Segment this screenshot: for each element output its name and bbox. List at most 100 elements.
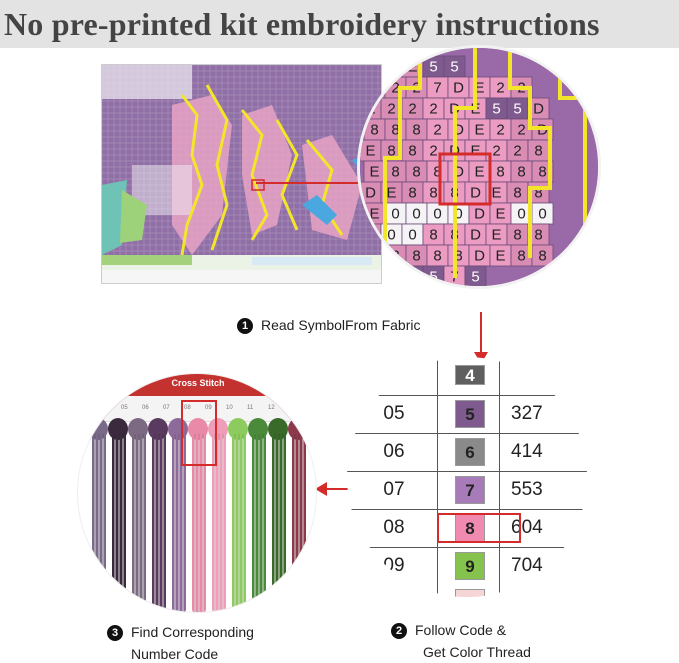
thread-skein [192,434,206,612]
zoom-cell-symbol: 8 [412,122,420,139]
zoom-cell-symbol: 8 [538,248,546,265]
thread-skein [152,434,166,612]
thread-skein [132,434,146,612]
zoom-cell-symbol: E [474,122,484,139]
zoom-cell-symbol: D [533,101,544,118]
zoom-cell [380,265,403,286]
pattern-grid-svg [102,65,381,283]
zoom-cell-symbol: 5 [429,59,437,76]
chart-row [347,433,587,471]
thread-card-number: 08 [184,405,191,411]
zoom-cell-symbol: 5 [492,101,500,118]
zoom-cell-symbol: 2 [391,80,399,97]
zoom-cell-symbol: D [453,164,464,181]
zoom-cell-symbol: 2 [429,143,437,160]
zoom-cell-symbol: 8 [391,164,399,181]
zoom-cell [464,265,487,286]
zoom-cell-symbol: 0 [412,206,420,223]
zoom-cell-symbol: 0 [454,206,462,223]
chart-row [347,395,587,433]
chart-symbol-swatch: 8 [455,514,485,542]
zoom-cell-symbol: 2 [429,101,437,118]
zoom-cell-symbol: 8 [408,185,416,202]
zoom-cell-symbol: 8 [408,143,416,160]
zoom-cell-symbol: 2 [433,122,441,139]
step-3-line2-label: Number Code [131,646,218,662]
zoom-cell-symbol: E [495,248,505,265]
chart-row [347,509,587,547]
zoom-cell-symbol: 8 [429,185,437,202]
chart-row [347,471,587,509]
header-banner: No pre-printed kit embroidery instructio… [0,0,679,48]
zoom-cell-symbol: 7 [433,80,441,97]
zoom-cell-symbol: 2 [496,80,504,97]
zoom-cell-symbol: D [386,59,397,76]
thread-card-number: 09 [205,405,212,411]
chart-code: 05 [383,403,405,424]
step-1-label: 1 Read SymbolFrom Fabric [237,317,421,335]
zoom-cell-symbol: 0 [538,206,546,223]
zoom-cell-symbol: D [537,122,548,139]
symbol-swatch-top: 4 [455,365,485,385]
zoom-cell-symbol: 8 [387,143,395,160]
step-1-text: Read SymbolFrom Fabric [261,317,421,333]
zoom-cell-symbol: E [369,206,379,223]
thread-skein [292,434,306,612]
zoom-cell-symbol: E [386,269,396,286]
zoom-cell-symbol: 8 [496,164,504,181]
zoom-cell-symbol: 2 [513,143,521,160]
thread-card-number: 13 [289,405,296,411]
zoom-cell-symbol: 8 [370,122,378,139]
zoom-cell-symbol: 0 [387,227,395,244]
zoom-cell-symbol: E [495,206,505,223]
zoom-cell-symbol: E [491,227,501,244]
chart-symbol-swatch: 5 [455,400,485,428]
thread-card-number: 12 [268,405,275,411]
chart-thread-number: 704 [511,555,543,576]
page-title: No pre-printed kit embroidery instructio… [4,5,600,42]
step-3-line1: Find Corresponding [131,624,254,640]
zoom-cell-symbol: 0 [517,206,525,223]
zoom-cell-symbol: 8 [534,143,542,160]
zoom-cell-symbol: 8 [513,227,521,244]
step-2-line1: Follow Code & [415,622,507,638]
zoom-cell-symbol: 5 [450,59,458,76]
chart-code: 08 [383,517,405,538]
zoom-cell-symbol: 5 [471,269,479,286]
chart-divider-right [499,357,500,597]
zoom-cell-symbol: E [369,164,379,181]
thread-card-number: 10 [226,405,233,411]
pattern-zoom-view: 2DE55E227DE22E222DE55D8882DE22DE882DE228… [357,45,601,289]
thread-card-number: 05 [121,405,128,411]
zoom-cell-symbol: 5 [408,269,416,286]
chart-thread-number: 414 [511,441,543,462]
zoom-cell-symbol: D [470,185,481,202]
zoom-cell-symbol: 2 [387,101,395,118]
thread-skein [112,434,126,612]
chart-symbol-swatch: 7 [455,476,485,504]
zoom-cell-symbol: E [491,185,501,202]
thread-skein [232,434,246,612]
chart-thread-number: 553 [511,479,543,500]
chart-divider-left [437,357,438,597]
pattern-chart-image [101,64,382,284]
zoom-cell-symbol: 8 [517,164,525,181]
chart-thread-number: 604 [511,517,543,538]
zoom-grid-svg: 2DE55E227DE22E222DE55D8882DE22DE882DE228… [360,48,598,286]
zoom-cell-symbol: 8 [534,185,542,202]
zoom-cell-symbol: E [365,143,375,160]
chart-row [347,547,587,585]
zoom-cell-symbol: D [365,185,376,202]
zoom-cell-symbol: 2 [517,122,525,139]
symbol-swatch-bottom [455,589,485,597]
thread-card-number: 04 [100,405,107,411]
thread-card-number: 11 [247,405,254,411]
zoom-connector-line [256,182,436,184]
zoom-cell-symbol: D [453,122,464,139]
chart-code: 09 [383,555,405,576]
step-1-number: 1 [237,318,253,335]
thread-card-number: 06 [142,405,149,411]
